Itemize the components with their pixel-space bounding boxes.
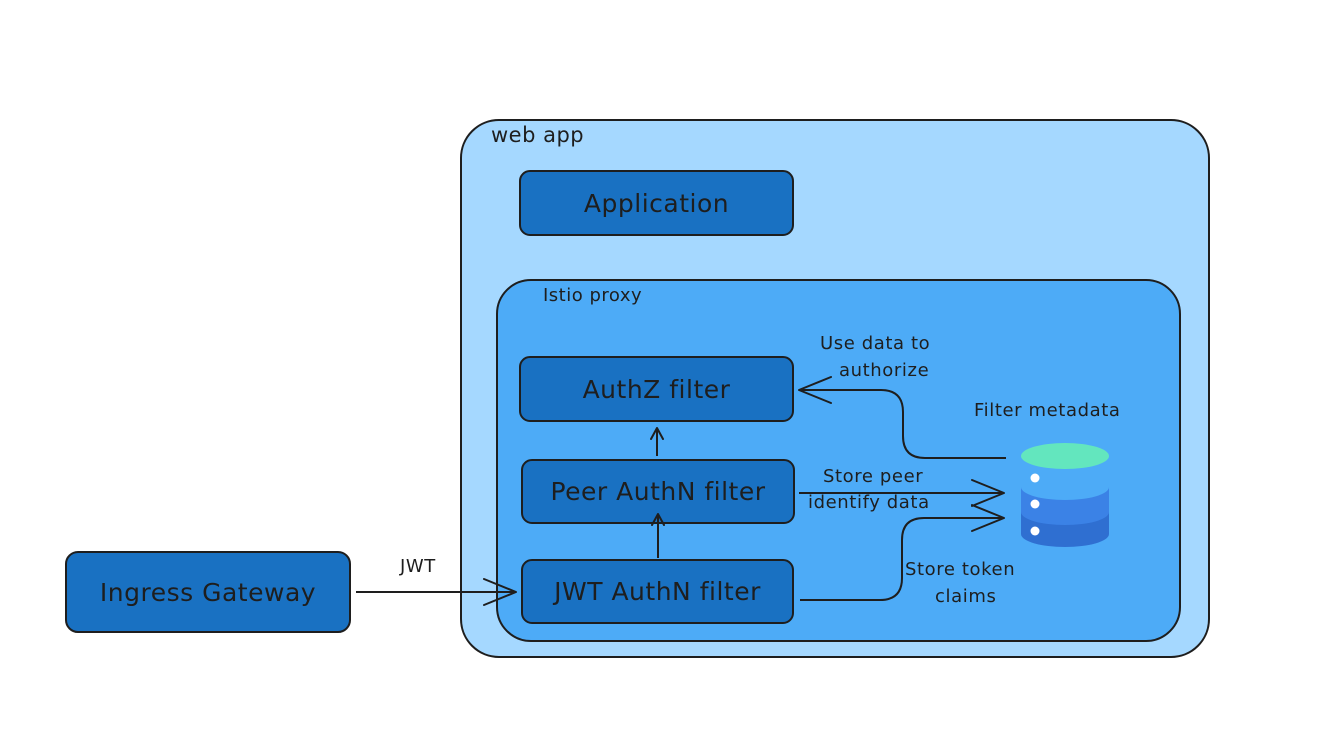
peer-authn-filter-label: Peer AuthN filter (550, 477, 766, 506)
use-data-label-line2: authorize (839, 360, 930, 381)
jwt-authn-filter-label: JWT AuthN filter (554, 577, 761, 606)
edge-use-data-arrow (798, 376, 1006, 459)
authz-filter-label: AuthZ filter (582, 374, 731, 404)
store-peer-label-line2: identify data (808, 492, 930, 513)
istio-proxy-title: Istio proxy (543, 285, 643, 306)
store-token-label-line1: Store token (905, 559, 1016, 580)
jwt-edge-label: JWT (400, 556, 436, 577)
use-data-label-line1: Use data to (820, 333, 931, 354)
database-icon (1021, 443, 1109, 547)
edge-store-token-arrow (800, 504, 1005, 601)
store-peer-label-line1: Store peer (823, 466, 924, 487)
application-node[interactable] (519, 170, 794, 236)
ingress-gateway-label: Ingress Gateway (99, 577, 317, 607)
ingress-gateway-node[interactable] (65, 551, 351, 633)
authz-filter-node[interactable] (519, 356, 794, 422)
store-token-label-line2: claims (935, 586, 997, 607)
filter-metadata-label: Filter metadata (974, 400, 1121, 421)
jwt-authn-filter-node[interactable] (521, 559, 794, 624)
web-app-title: web app (491, 123, 585, 147)
application-label: Application (583, 188, 730, 218)
